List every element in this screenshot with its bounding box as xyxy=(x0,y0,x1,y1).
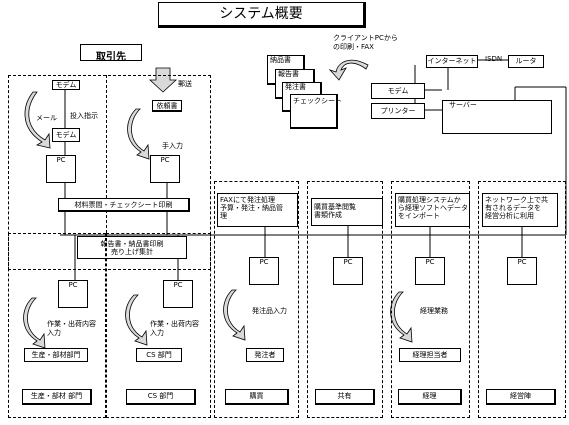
zone-label-shared: 共有 xyxy=(315,389,375,405)
zone-label-accounting: 経理 xyxy=(398,389,462,405)
accounting-desc-line1: 購買処理システムか xyxy=(398,196,461,204)
acct-pc: PC xyxy=(415,257,445,285)
shared-desc: 購買基準閲覧 書類作成 xyxy=(311,198,383,226)
prod-dept-box: 生産・部材部門 xyxy=(24,348,88,362)
isdn-label: ISDN xyxy=(485,55,503,63)
cs-work-input-2: 入力 xyxy=(150,329,164,337)
printer-box: プリンター xyxy=(371,103,425,119)
shared-desc-line2: 書類作成 xyxy=(314,211,342,219)
doc-check-sheet: チェックシート xyxy=(290,94,342,129)
accounting-desc-line3: をインポート xyxy=(398,212,440,220)
partner-modem-top: モデム xyxy=(52,80,80,90)
accounting-work-label: 経理業務 xyxy=(420,307,448,315)
internet-box: インターネット xyxy=(426,55,478,68)
shared-desc-line1: 購買基準閲覧 xyxy=(314,203,356,211)
submit-order-label: 投入指示 xyxy=(70,112,98,120)
zone-label-cs: CS 部門 xyxy=(126,389,196,405)
send-label: 郵送 xyxy=(178,80,192,88)
zone-shared xyxy=(307,181,383,418)
partner-pc-post: PC xyxy=(150,155,180,183)
purchasing-desc-line2: 予算・発注・納品管 xyxy=(220,204,283,212)
accounting-desc: 購買処理システムか ら経理ソフトへデータ をインポート xyxy=(395,193,470,227)
purchasing-desc: FAXにて発注処理 予算・発注・納品管 理 xyxy=(217,193,298,227)
mgmt-desc-line2: 有されるデータを xyxy=(485,204,541,212)
zone-label-purchasing: 購買 xyxy=(225,389,289,405)
mgmt-desc: ネットワーク上で共 有されるデータを 経営分析に利用 xyxy=(482,193,558,227)
router-box: ルータ xyxy=(508,55,544,68)
mgmt-desc-line1: ネットワーク上で共 xyxy=(485,196,548,204)
server-box: サーバー xyxy=(442,100,552,134)
modem-box: モデム xyxy=(371,83,425,99)
zone-prod xyxy=(8,233,106,418)
purchasing-desc-line3: 理 xyxy=(220,212,227,220)
purchasing-desc-line1: FAXにて発注処理 xyxy=(220,196,275,204)
mgmt-desc-line3: 経営分析に利用 xyxy=(485,212,534,220)
page-title: システム概要 xyxy=(219,6,303,22)
zone-label-prod: 生産・部材 部門 xyxy=(22,389,92,405)
report-print-function: 報告書・納品書印刷 売り上げ集計 xyxy=(77,236,187,259)
material-voucher-function: 材料票間・チェックシート印刷 xyxy=(58,198,190,212)
report-print-line1: 報告書・納品書印刷 xyxy=(100,240,164,248)
manual-input-label: 手入力 xyxy=(162,142,183,150)
accounting-person-box: 経理担当者 xyxy=(399,348,461,362)
zone-mgmt xyxy=(478,181,566,418)
zone-accounting xyxy=(391,181,470,418)
report-print-line2: 売り上げ集計 xyxy=(111,248,153,256)
accounting-desc-line2: ら経理ソフトへデータ xyxy=(398,204,468,212)
cs-work-input-1: 作業・出荷内容 xyxy=(150,320,199,328)
order-input-label: 発注品入力 xyxy=(252,307,287,315)
partner-pc-mail: PC xyxy=(46,155,76,183)
mgmt-pc: PC xyxy=(507,257,537,285)
mail-label: メール xyxy=(36,114,57,122)
shared-pc: PC xyxy=(333,257,363,285)
zone-label-mgmt: 経営陣 xyxy=(486,389,556,405)
prod-work-input-2: 入力 xyxy=(47,329,61,337)
zone-purchasing xyxy=(214,181,299,418)
prod-pc: PC xyxy=(58,280,88,308)
partner-zone-divider xyxy=(106,75,107,233)
zone-cs xyxy=(106,233,211,418)
request-form: 依頼書 xyxy=(152,100,182,112)
title-box: システム概要 xyxy=(158,2,366,28)
orderer-box: 発注者 xyxy=(246,348,284,362)
cs-pc: PC xyxy=(163,280,193,308)
partner-modem-bottom: モデム xyxy=(52,128,80,142)
partner-heading: 取引先 xyxy=(96,52,126,63)
client-print-caption-1: クライアントPCから xyxy=(333,34,398,42)
partner-zone xyxy=(8,75,211,270)
prod-work-input-1: 作業・出荷内容 xyxy=(47,320,96,328)
client-print-caption-2: の印刷・FAX xyxy=(333,43,374,51)
purch-pc: PC xyxy=(249,257,279,285)
cs-dept-box: CS 部門 xyxy=(136,348,182,362)
partner-heading-box: 取引先 xyxy=(80,44,142,63)
